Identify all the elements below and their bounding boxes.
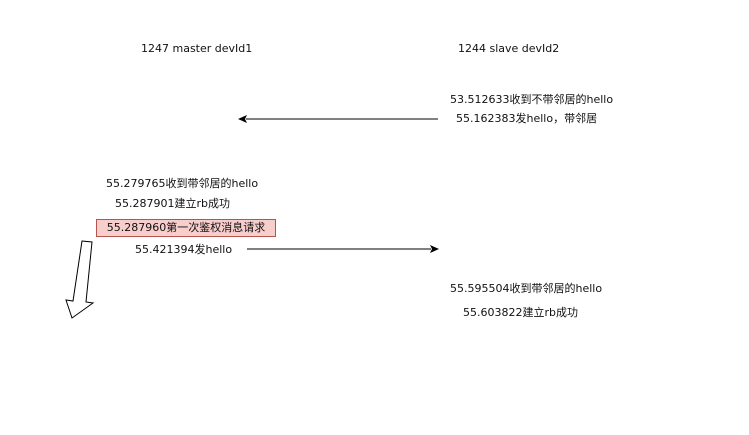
slave-recv-hello: 55.595504收到带邻居的hello: [450, 282, 603, 295]
slave-rb-established: 55.603822建立rb成功: [463, 306, 578, 319]
slave-recv-no-neighbor-hello: 53.512633收到不带邻居的hello: [450, 93, 614, 106]
master-first-auth-request: 55.287960第一次鉴权消息请求: [96, 219, 276, 237]
slave-header: 1244 slave devId2: [458, 42, 560, 55]
master-rb-established: 55.287901建立rb成功: [115, 197, 230, 210]
timeline-arrow: [65, 240, 95, 319]
master-recv-hello: 55.279765收到带邻居的hello: [106, 177, 259, 190]
arrow-slave-to-master: [238, 115, 438, 123]
slave-send-hello: 55.162383发hello，带邻居: [456, 112, 598, 125]
master-send-hello: 55.421394发hello: [135, 243, 233, 256]
master-header: 1247 master devId1: [141, 42, 253, 55]
arrow-master-to-slave: [247, 245, 439, 253]
